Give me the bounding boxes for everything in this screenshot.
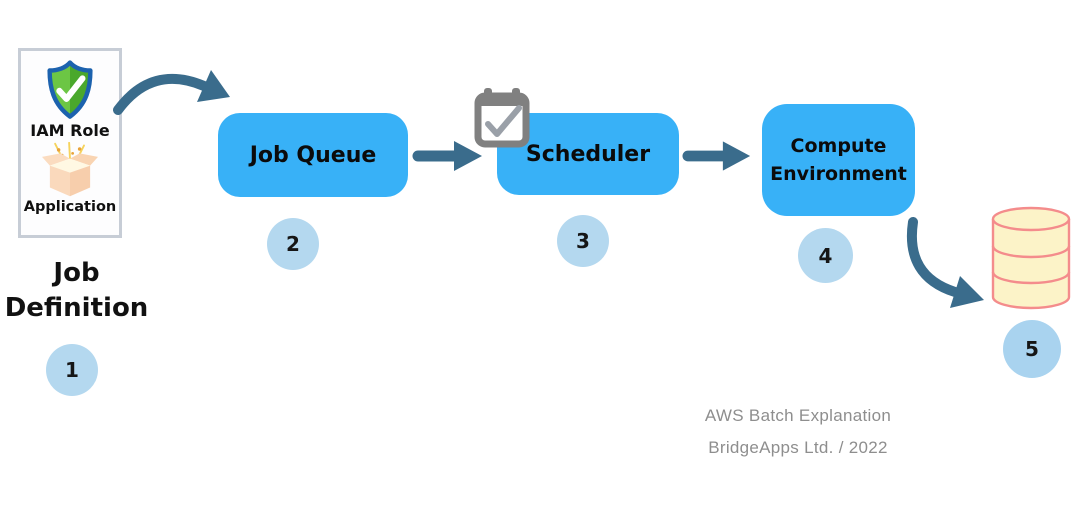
step-circle-2: 2	[267, 218, 319, 270]
calendar-check-icon	[474, 88, 530, 148]
step-circle-3: 3	[557, 215, 609, 267]
curved-arrow-icon	[113, 70, 230, 115]
footer-credit: BridgeApps Ltd. / 2022	[708, 438, 888, 457]
footer-caption: AWS Batch Explanation BridgeApps Ltd. / …	[598, 406, 998, 458]
right-arrow-icon	[412, 141, 482, 171]
step-circle-1: 1	[46, 344, 98, 396]
open-box-icon	[42, 141, 98, 196]
footer-title: AWS Batch Explanation	[704, 406, 892, 425]
job-definition-title: Job Definition	[4, 258, 149, 324]
shield-check-icon	[47, 60, 93, 119]
iam-role-label: IAM Role	[30, 121, 110, 140]
job-definition-box: IAM Role Application	[18, 48, 122, 238]
job-queue-box: Job Queue	[218, 113, 408, 197]
application-label: Application	[23, 198, 117, 215]
curved-down-arrow-icon	[906, 217, 984, 308]
compute-environment-box: Compute Environment	[762, 104, 915, 216]
step-circle-5: 5	[1003, 320, 1061, 378]
database-icon	[991, 206, 1071, 310]
step-circle-4: 4	[798, 228, 853, 283]
right-arrow-icon	[682, 141, 751, 171]
